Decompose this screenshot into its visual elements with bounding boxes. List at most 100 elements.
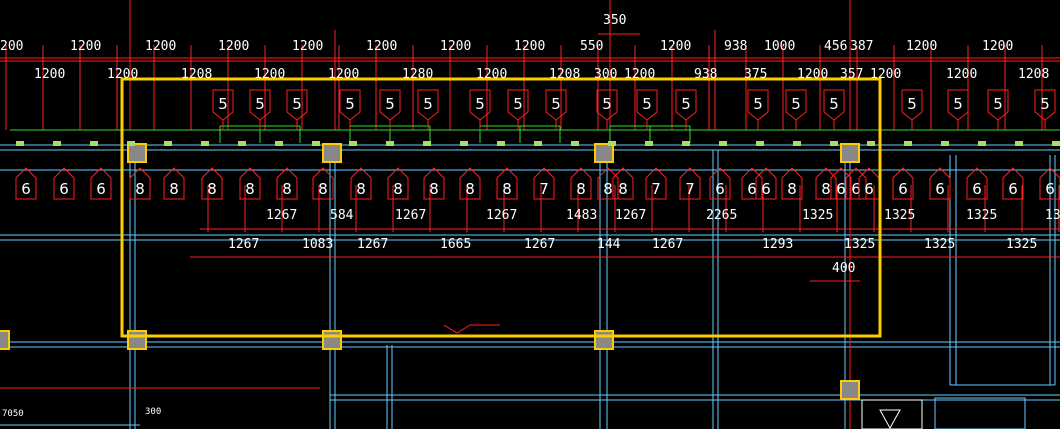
small-label: 300 bbox=[145, 407, 161, 417]
tag-marker-lower: 6 bbox=[929, 167, 951, 200]
tag-marker-lower: 6 bbox=[90, 167, 112, 200]
tag-outline bbox=[507, 89, 529, 121]
dim-text: 1200 bbox=[34, 67, 65, 82]
tag-marker-lower: 8 bbox=[815, 167, 837, 200]
dim-text: 1325 bbox=[802, 208, 833, 223]
tag-label: 8 bbox=[429, 180, 439, 198]
tag-marker-lower: 6 bbox=[15, 167, 37, 200]
second-dimension-row: 1200 1200 1208 1200 1200 1280 1200 1208 … bbox=[34, 67, 1049, 82]
beam-support bbox=[904, 141, 912, 146]
tag-label: 5 bbox=[255, 95, 265, 113]
tag-outline bbox=[1002, 167, 1024, 200]
tag-label: 8 bbox=[576, 180, 586, 198]
tag-outline bbox=[709, 167, 731, 200]
tag-marker-upper: 5 bbox=[987, 89, 1009, 130]
tag-outline bbox=[815, 167, 837, 200]
tag-outline bbox=[679, 167, 701, 200]
tag-outline bbox=[747, 89, 769, 121]
tag-outline bbox=[423, 167, 445, 200]
callout-400: 400 bbox=[832, 261, 855, 276]
beam-support bbox=[275, 141, 283, 146]
tag-outline bbox=[845, 167, 867, 200]
bottom-dimension-row: 1267 1083 1267 1665 1267 144 1267 1293 1… bbox=[228, 237, 1037, 252]
tag-outline bbox=[15, 167, 37, 200]
tag-label: 6 bbox=[59, 180, 69, 198]
dim-text: 1200 bbox=[514, 39, 545, 54]
tag-label: 5 bbox=[475, 95, 485, 113]
dim-text: 1200 bbox=[946, 67, 977, 82]
tag-marker-upper: 5 bbox=[636, 89, 658, 130]
beam-support bbox=[978, 141, 986, 146]
dim-text: 550 bbox=[580, 39, 603, 54]
tag-outline bbox=[755, 167, 777, 200]
tag-outline bbox=[417, 89, 439, 121]
tag-marker-upper: 5 bbox=[212, 89, 234, 130]
dim-text: 1208 bbox=[181, 67, 212, 82]
beam-support bbox=[16, 141, 24, 146]
tag-label: 5 bbox=[513, 95, 523, 113]
dim-text: 1200 bbox=[476, 67, 507, 82]
column-block bbox=[840, 143, 860, 163]
tag-marker-lower: 6 bbox=[845, 167, 867, 200]
tag-marker-lower: 8 bbox=[612, 167, 634, 200]
small-label: 7050 bbox=[2, 409, 24, 419]
dim-text: 1200 bbox=[254, 67, 285, 82]
tag-outline bbox=[533, 167, 555, 200]
tag-outline bbox=[741, 167, 763, 200]
dim-text: 2265 bbox=[706, 208, 737, 223]
tag-label: 6 bbox=[1008, 180, 1018, 198]
tag-outline bbox=[987, 89, 1009, 121]
tag-marker-lower: 6 bbox=[892, 167, 914, 200]
tag-label: 5 bbox=[218, 95, 228, 113]
tag-outline bbox=[545, 89, 567, 121]
tag-label: 5 bbox=[791, 95, 801, 113]
tag-outline bbox=[212, 89, 234, 121]
tag-label: 8 bbox=[135, 180, 145, 198]
dim-text: 1325 bbox=[884, 208, 915, 223]
beam-support bbox=[312, 141, 320, 146]
dim-text: 1483 bbox=[566, 208, 597, 223]
dim-text: 1000 bbox=[764, 39, 795, 54]
beam-support bbox=[1015, 141, 1023, 146]
beam-support bbox=[349, 141, 357, 146]
dim-text: 1665 bbox=[440, 237, 471, 252]
stair-triangle bbox=[879, 409, 901, 429]
tag-outline bbox=[387, 167, 409, 200]
tag-marker-lower: 6 bbox=[709, 167, 731, 200]
room-outline bbox=[934, 397, 1026, 429]
tag-marker-lower: 6 bbox=[53, 167, 75, 200]
tag-marker-upper: 5 bbox=[249, 89, 271, 130]
dim-text: 387 bbox=[850, 39, 873, 54]
tag-outline bbox=[53, 167, 75, 200]
dim-text: 375 bbox=[744, 67, 767, 82]
dim-text: 1267 bbox=[228, 237, 259, 252]
tag-label: 6 bbox=[1045, 180, 1055, 198]
tag-marker-lower: 7 bbox=[679, 167, 701, 200]
dim-text: 1200 bbox=[218, 39, 249, 54]
tag-outline bbox=[90, 167, 112, 200]
tag-marker-lower: 8 bbox=[597, 167, 619, 200]
tag-marker-lower: 7 bbox=[533, 167, 555, 200]
tag-outline bbox=[596, 89, 618, 121]
tag-marker-upper: 5 bbox=[507, 89, 529, 130]
tag-label: 5 bbox=[829, 95, 839, 113]
dim-text: 1325 bbox=[924, 237, 955, 252]
tag-outline bbox=[823, 89, 845, 121]
tag-outline bbox=[675, 89, 697, 121]
selection-rectangle[interactable] bbox=[120, 77, 882, 338]
dim-text: 1200 bbox=[906, 39, 937, 54]
tag-label: 8 bbox=[821, 180, 831, 198]
tag-marker-upper: 5 bbox=[596, 89, 618, 130]
dim-text: 1200 bbox=[797, 67, 828, 82]
dim-text: 1267 bbox=[486, 208, 517, 223]
structural-grid-lines bbox=[0, 144, 1060, 429]
tag-marker-upper: 5 bbox=[901, 89, 923, 130]
tag-outline bbox=[947, 89, 969, 121]
tag-label: 6 bbox=[836, 180, 846, 198]
tag-marker-lower: 8 bbox=[350, 167, 372, 200]
dim-text: 200 bbox=[0, 39, 23, 54]
dim-text: 1267 bbox=[266, 208, 297, 223]
dim-text: 1200 bbox=[870, 67, 901, 82]
